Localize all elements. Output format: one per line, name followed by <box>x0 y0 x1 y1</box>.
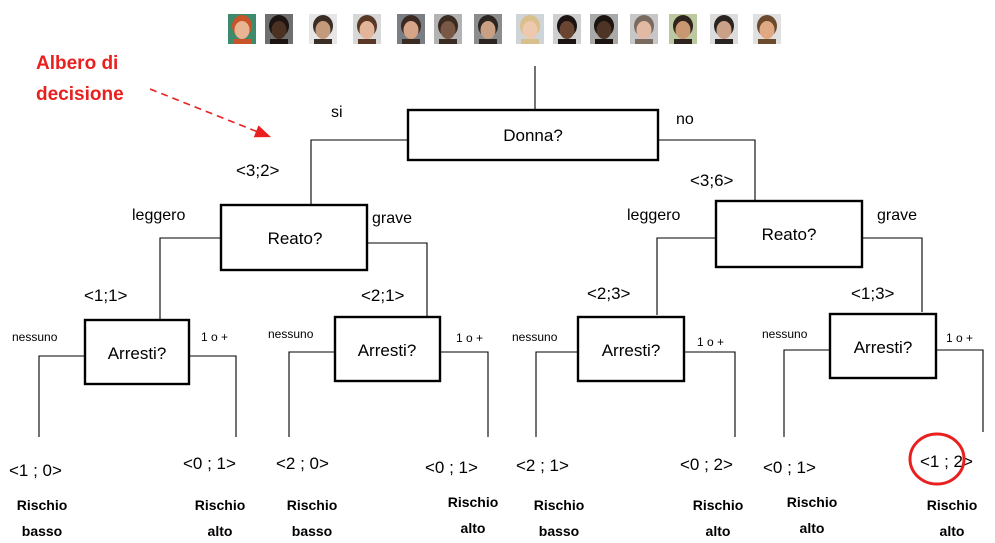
face-3 <box>309 14 337 44</box>
face-6 <box>434 14 462 44</box>
leaf-count-2: <0 ; 1> <box>183 454 236 473</box>
branch-arresti-2-1o <box>440 351 489 437</box>
leaf-risk-4-line2: alto <box>461 520 486 536</box>
node-reato-left <box>219 203 369 272</box>
face-5 <box>397 14 425 44</box>
node-arresti-2-question: Arresti? <box>358 341 417 360</box>
edge-label-grave-right: grave <box>877 207 917 224</box>
edge-label-no: no <box>676 111 694 128</box>
leaf-risk-6-line2: alto <box>706 523 731 539</box>
edge-label-nessuno-3: nessuno <box>512 330 558 344</box>
count-level1-right: <3;6> <box>690 171 734 190</box>
edge-label-1o-1: 1 o + <box>201 330 228 344</box>
branch-reato-left-grave <box>367 242 428 317</box>
edge-label-1o-2: 1 o + <box>456 331 483 345</box>
edge-label-1o-4: 1 o + <box>946 331 973 345</box>
face-14 <box>753 14 781 44</box>
leaf-risk-7-line1: Rischio <box>787 494 838 510</box>
branch-arresti-1-1o <box>189 355 237 437</box>
face-7 <box>474 14 502 44</box>
node-arresti-1 <box>83 318 191 386</box>
faces-row <box>228 14 781 44</box>
leaf-count-3: <2 ; 0> <box>276 454 329 473</box>
branch-arresti-4-nessuno <box>783 349 830 437</box>
leaf-count-5: <2 ; 1> <box>516 456 569 475</box>
branch-arresti-3-nessuno <box>535 351 578 437</box>
root-left-branch <box>310 139 408 205</box>
leaf-count-4: <0 ; 1> <box>425 458 478 477</box>
highlight-circle <box>908 432 966 486</box>
callout-line-1: Albero di <box>36 53 118 74</box>
node-reato-right-question: Reato? <box>762 225 817 244</box>
branch-reato-left-leggero <box>159 237 221 320</box>
leaf-count-7: <0 ; 1> <box>763 458 816 477</box>
face-13 <box>710 14 738 44</box>
edge-label-si: si <box>331 104 343 121</box>
face-2 <box>265 14 293 44</box>
count-level2-4: <1;3> <box>851 284 895 303</box>
leaf-count-6: <0 ; 2> <box>680 455 733 474</box>
branch-arresti-1-nessuno <box>38 355 85 437</box>
root-question: Donna? <box>503 126 563 145</box>
edge-label-leggero-right: leggero <box>627 207 680 224</box>
edge-label-grave-left: grave <box>372 210 412 227</box>
face-12 <box>669 14 697 44</box>
edge-label-leggero-left: leggero <box>132 207 185 224</box>
edge-label-1o-3: 1 o + <box>697 335 724 349</box>
node-arresti-2 <box>333 315 442 383</box>
node-arresti-1-question: Arresti? <box>108 344 167 363</box>
face-4 <box>353 14 381 44</box>
node-arresti-3-question: Arresti? <box>602 341 661 360</box>
count-level1-left: <3;2> <box>236 161 280 180</box>
node-arresti-4-question: Arresti? <box>854 338 913 357</box>
leaf-risk-5-line2: basso <box>539 523 579 539</box>
edge-label-nessuno-4: nessuno <box>762 327 808 341</box>
count-level2-2: <2;1> <box>361 286 405 305</box>
count-level2-1: <1;1> <box>84 286 128 305</box>
face-8 <box>516 14 544 44</box>
leaf-risk-3-line2: basso <box>292 523 332 539</box>
face-9 <box>553 14 581 44</box>
callout-arrow <box>149 88 271 138</box>
leaf-risk-2-line1: Rischio <box>195 497 246 513</box>
leaf-risk-6-line1: Rischio <box>693 497 744 513</box>
branch-arresti-4-1o <box>936 349 984 432</box>
leaf-risk-4-line1: Rischio <box>448 494 499 510</box>
leaf-risk-1-line2: basso <box>22 523 62 539</box>
root-right-branch <box>658 139 756 201</box>
count-level2-3: <2;3> <box>587 284 631 303</box>
edge-label-nessuno-1: nessuno <box>12 330 58 344</box>
branch-arresti-2-nessuno <box>288 351 335 437</box>
face-10 <box>590 14 618 44</box>
leaf-count-1: <1 ; 0> <box>9 461 62 480</box>
callout-line-2: decisione <box>36 84 124 105</box>
node-reato-right <box>714 199 864 269</box>
branch-reato-right-grave <box>862 237 923 312</box>
root-node <box>406 108 660 162</box>
leaf-risk-5-line1: Rischio <box>534 497 585 513</box>
branch-arresti-3-1o <box>684 351 736 437</box>
node-reato-left-question: Reato? <box>268 229 323 248</box>
leaf-risk-8-line1: Rischio <box>927 497 978 513</box>
node-arresti-4 <box>828 312 938 380</box>
edge-label-nessuno-2: nessuno <box>268 327 314 341</box>
face-1 <box>228 14 256 44</box>
leaf-risk-7-line2: alto <box>800 520 825 536</box>
branch-reato-right-leggero <box>656 237 716 315</box>
leaf-risk-1-line1: Rischio <box>17 497 68 513</box>
face-11 <box>630 14 658 44</box>
leaf-count-8: <1 ; 2> <box>920 452 973 471</box>
leaf-risk-8-line2: alto <box>940 523 965 539</box>
leaf-risk-2-line2: alto <box>208 523 233 539</box>
leaf-risk-3-line1: Rischio <box>287 497 338 513</box>
node-arresti-3 <box>576 315 686 383</box>
